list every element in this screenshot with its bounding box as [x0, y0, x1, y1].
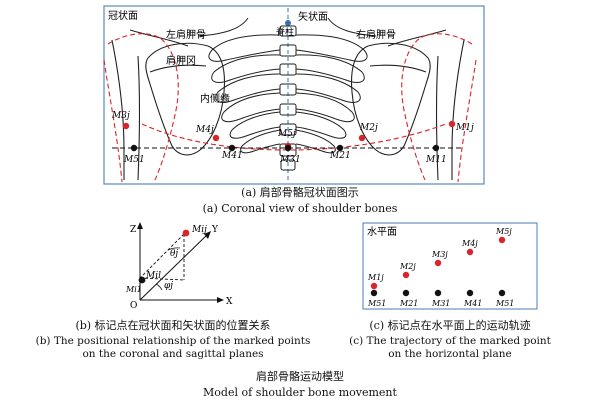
svg-text:θj: θj [170, 249, 178, 259]
label-m51: M51 [123, 155, 145, 165]
caption-b-en-1: (b) The positional relationship of the m… [35, 335, 311, 347]
svg-text:Mil: Mil [145, 271, 161, 281]
coronal-points [122, 120, 456, 152]
label-m2j: M2j [359, 123, 378, 133]
caption-a-cn: (a) 肩部骨骼冠状面图示 [241, 186, 359, 199]
caption-b-cn: (b) 标记点在冠状面和矢状面的位置关系 [75, 319, 271, 332]
coronal-frame [103, 5, 485, 185]
caption-b-en-2: on the coronal and sagittal planes [82, 348, 264, 360]
svg-text:X: X [226, 297, 233, 307]
point-m4j [212, 134, 220, 142]
svg-text:Y: Y [211, 225, 219, 235]
svg-text:M3j: M3j [431, 250, 448, 259]
svg-text:Z: Z [130, 225, 136, 235]
svg-text:M2j: M2j [399, 262, 416, 271]
figure-title-cn: 肩部骨骼运动模型 [256, 370, 344, 383]
point-mil [138, 276, 146, 284]
svg-text:M21: M21 [399, 299, 418, 308]
svg-text:M41: M41 [463, 299, 482, 308]
moved-outline [103, 33, 477, 183]
right-scapula-label: 右肩胛骨 [356, 28, 396, 41]
scapulae [111, 29, 465, 181]
point-m21 [336, 144, 344, 152]
svg-text:M51: M51 [367, 299, 386, 308]
label-m4j: M4j [195, 125, 214, 135]
caption-a-en: (a) Coronal view of shoulder bones [202, 202, 398, 215]
label-m21: M21 [329, 151, 351, 161]
label-m31: M31 [279, 155, 301, 165]
horizontal-plane-label: 水平面 [367, 226, 397, 238]
point-m3j [122, 122, 130, 130]
figure-title-en: Model of shoulder bone movement [203, 386, 397, 399]
svg-text:Mi1: Mi1 [125, 285, 142, 294]
caption-c-en-2: on the horizontal plane [388, 348, 512, 360]
label-m11: M11 [425, 155, 447, 165]
y-axis [139, 233, 209, 301]
coronal-plane-label: 冠状面 [108, 9, 138, 22]
point-m41 [228, 144, 236, 152]
point-m2j [358, 134, 366, 142]
spine-label: 脊柱 [276, 26, 294, 38]
label-m41: M41 [221, 151, 243, 161]
caption-c-en-1: (c) The trajectory of the marked point [349, 335, 551, 347]
medial-border-label: 内侧缘 [200, 92, 230, 105]
sagittal-point [285, 20, 291, 26]
svg-text:φj: φj [164, 281, 173, 291]
coronal-view-diagram: 冠状面 矢状面 脊柱 左肩胛骨 右肩胛骨 肩胛冈 内侧缘 M3j M4j M5j… [103, 5, 485, 185]
left-scapula-label: 左肩胛骨 [166, 28, 206, 41]
point-m51 [130, 144, 138, 152]
svg-text:M51: M51 [495, 299, 514, 308]
svg-text:M5j: M5j [495, 227, 512, 236]
svg-text:O: O [130, 301, 137, 311]
position-relationship-diagram: Z Y X O Mij θj Mil φj Mi1 [125, 222, 233, 311]
point-m31 [284, 144, 292, 152]
svg-text:Mij: Mij [191, 225, 207, 235]
caption-c-cn: (c) 标记点在水平面上的运动轨迹 [369, 319, 531, 332]
label-m1j: M1j [455, 123, 474, 133]
sagittal-plane-label: 矢状面 [298, 10, 328, 23]
label-m3j: M3j [111, 111, 130, 121]
point-m1j [448, 120, 456, 128]
point-m11 [432, 144, 440, 152]
label-m5j: M5j [277, 129, 296, 139]
svg-text:M31: M31 [431, 299, 450, 308]
svg-text:M1j: M1j [367, 273, 384, 282]
point-mij [182, 229, 190, 237]
horizontal-frame [362, 222, 538, 310]
horizontal-trajectory-diagram: 水平面 M1j M2j M3j M4j M5j M51 M21 M31 M41 … [362, 222, 538, 310]
scapular-notch-label: 肩胛冈 [166, 54, 196, 67]
svg-text:M4j: M4j [461, 239, 478, 248]
